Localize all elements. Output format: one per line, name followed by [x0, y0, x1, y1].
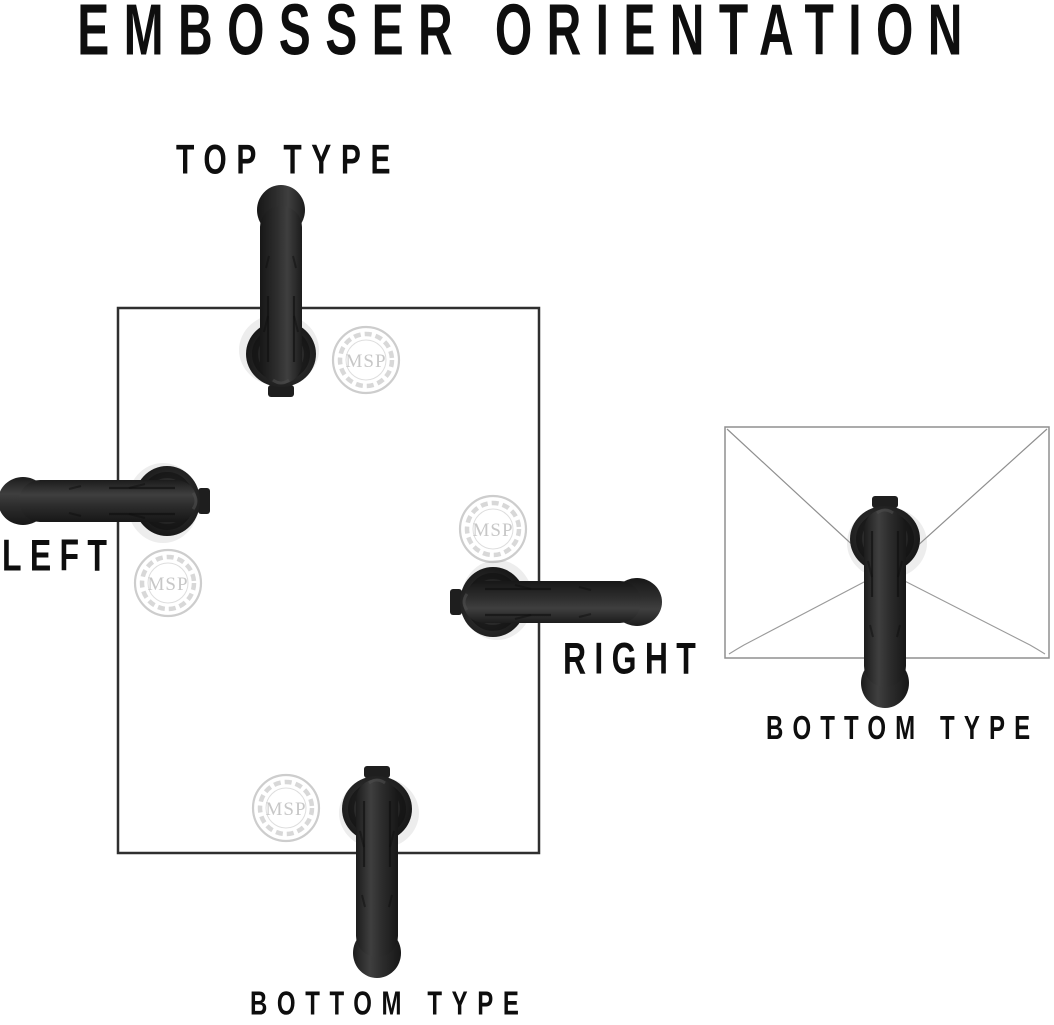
- embosser-top-orientation: [239, 185, 319, 397]
- embosser-bottom-orientation: [339, 766, 419, 978]
- seal-impression-top: MSP: [333, 327, 399, 393]
- seal-monogram: MSP: [147, 574, 188, 595]
- seal-monogram: MSP: [265, 799, 306, 820]
- label-top-type: TOP TYPE: [176, 137, 401, 184]
- seal-impression-left: MSP: [135, 550, 201, 616]
- label-envelope-bottom-type: BOTTOM TYPE: [766, 710, 1040, 748]
- seal-monogram: MSP: [472, 520, 513, 541]
- label-bottom-type: BOTTOM TYPE: [250, 985, 529, 1023]
- seal-impression-right: MSP: [460, 496, 526, 562]
- label-left: LEFT: [2, 530, 116, 580]
- envelope-fold-lines: [728, 570, 1046, 655]
- seal-impression-bottom: MSP: [253, 775, 319, 841]
- label-right: RIGHT: [563, 633, 705, 683]
- embosser-right-orientation: [450, 560, 662, 640]
- diagram-title: EMBOSSER ORIENTATION: [77, 0, 977, 71]
- seal-monogram: MSP: [345, 351, 386, 372]
